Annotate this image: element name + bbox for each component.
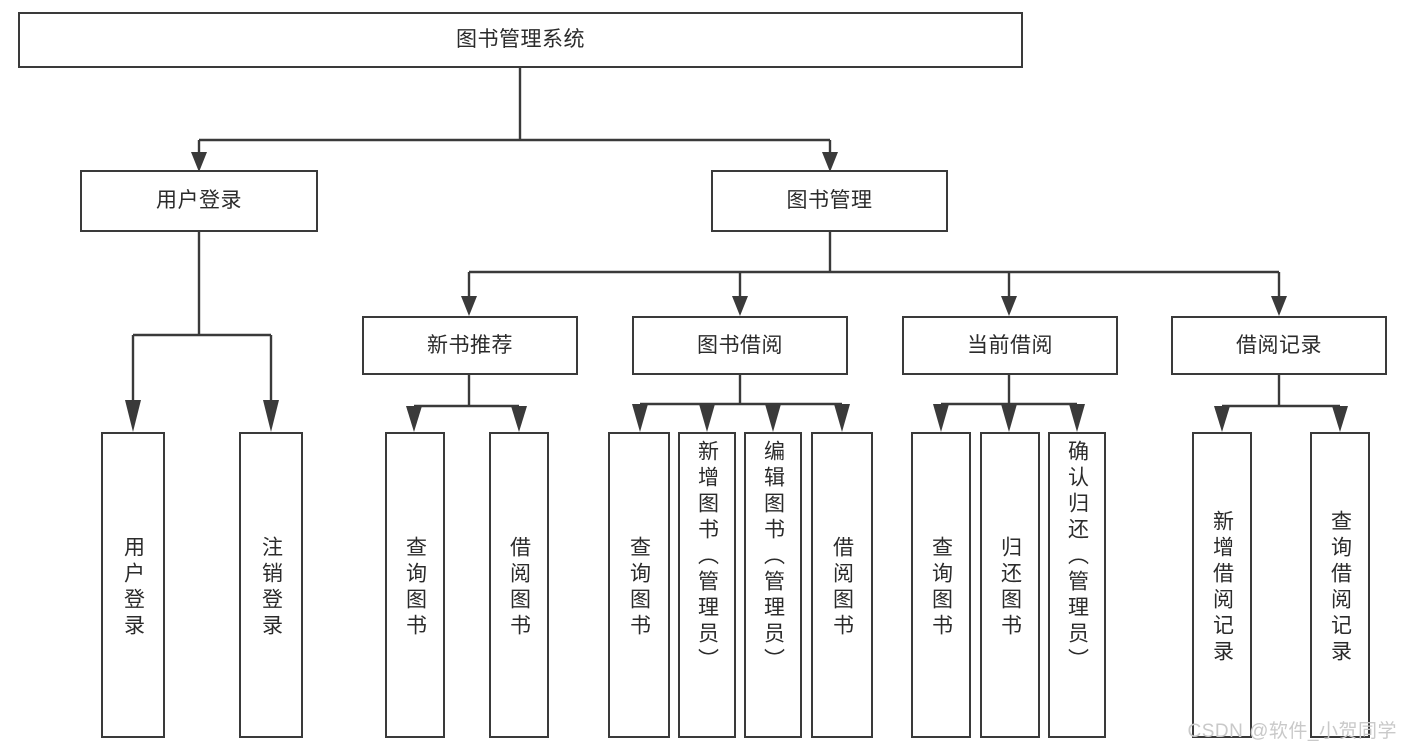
node-book-manage[interactable]: 图书管理 <box>711 170 948 232</box>
watermark: CSDN @软件_小贺同学 <box>1187 721 1397 742</box>
node-leaf-query-book-1-label: 查询图书 <box>403 536 427 640</box>
arrowhead-leaf-edit-book <box>765 404 781 432</box>
arrowhead-leaf-borrow-book-1 <box>511 406 527 432</box>
arrowhead-leaf-add-book <box>699 404 715 432</box>
node-leaf-add-record[interactable]: 新增借阅记录 <box>1192 432 1252 738</box>
arrowhead-user-login <box>191 152 207 172</box>
node-book-borrow-label: 图书借阅 <box>697 333 783 357</box>
node-root-label: 图书管理系统 <box>456 28 585 52</box>
node-leaf-return-book-label: 归还图书 <box>998 536 1022 640</box>
node-book-manage-label: 图书管理 <box>786 189 873 213</box>
arrowhead-leaf-return-book <box>1001 404 1017 432</box>
arrowhead-borrow-record <box>1271 296 1287 316</box>
node-leaf-edit-book[interactable]: 编辑图书（管理员） <box>744 432 802 738</box>
node-borrow-record-label: 借阅记录 <box>1236 333 1322 357</box>
node-leaf-user-logout-label: 注销登录 <box>259 536 283 640</box>
arrowhead-leaf-query-book-2 <box>632 404 648 432</box>
node-leaf-query-book-2[interactable]: 查询图书 <box>608 432 670 738</box>
arrowhead-new-book-recommend <box>461 296 477 316</box>
node-leaf-add-record-label: 新增借阅记录 <box>1210 510 1234 666</box>
arrowhead-current-borrow <box>1001 296 1017 316</box>
arrowhead-leaf-confirm-return <box>1069 404 1085 432</box>
arrowhead-leaf-user-login <box>125 400 141 432</box>
node-leaf-borrow-book-1-label: 借阅图书 <box>507 536 531 640</box>
node-leaf-borrow-book-1[interactable]: 借阅图书 <box>489 432 549 738</box>
node-leaf-add-book[interactable]: 新增图书（管理员） <box>678 432 736 738</box>
arrowhead-leaf-query-book-3 <box>933 404 949 432</box>
node-leaf-user-logout[interactable]: 注销登录 <box>239 432 303 738</box>
node-user-login-label: 用户登录 <box>156 189 242 213</box>
node-current-borrow[interactable]: 当前借阅 <box>902 316 1118 375</box>
node-user-login[interactable]: 用户登录 <box>80 170 318 232</box>
node-leaf-query-book-3[interactable]: 查询图书 <box>911 432 971 738</box>
node-new-book-recommend-label: 新书推荐 <box>427 333 513 357</box>
arrowheads <box>125 152 1348 432</box>
node-leaf-borrow-book-2[interactable]: 借阅图书 <box>811 432 873 738</box>
node-leaf-return-book[interactable]: 归还图书 <box>980 432 1040 738</box>
node-leaf-query-record-label: 查询借阅记录 <box>1328 510 1352 666</box>
arrowhead-leaf-add-record <box>1214 406 1230 432</box>
node-leaf-user-login[interactable]: 用户登录 <box>101 432 165 738</box>
node-leaf-confirm-return[interactable]: 确认归还（管理员） <box>1048 432 1106 738</box>
arrowhead-leaf-query-record <box>1332 406 1348 432</box>
node-leaf-user-login-label: 用户登录 <box>121 536 145 640</box>
node-leaf-edit-book-label: 编辑图书（管理员） <box>761 440 785 674</box>
node-root[interactable]: 图书管理系统 <box>18 12 1023 68</box>
node-leaf-query-book-3-label: 查询图书 <box>929 536 953 640</box>
node-leaf-query-book-2-label: 查询图书 <box>627 536 651 640</box>
node-leaf-add-book-label: 新增图书（管理员） <box>695 440 719 674</box>
node-leaf-confirm-return-label: 确认归还（管理员） <box>1065 440 1089 674</box>
node-new-book-recommend[interactable]: 新书推荐 <box>362 316 578 375</box>
node-borrow-record[interactable]: 借阅记录 <box>1171 316 1387 375</box>
node-current-borrow-label: 当前借阅 <box>967 333 1053 357</box>
node-leaf-borrow-book-2-label: 借阅图书 <box>830 536 854 640</box>
node-book-borrow[interactable]: 图书借阅 <box>632 316 848 375</box>
arrowhead-book-manage <box>822 152 838 172</box>
arrowhead-leaf-borrow-book-2 <box>834 404 850 432</box>
node-leaf-query-record[interactable]: 查询借阅记录 <box>1310 432 1370 738</box>
node-leaf-query-book-1[interactable]: 查询图书 <box>385 432 445 738</box>
arrowhead-leaf-user-logout <box>263 400 279 432</box>
arrowhead-book-borrow <box>732 296 748 316</box>
arrowhead-leaf-query-book-1 <box>406 406 422 432</box>
